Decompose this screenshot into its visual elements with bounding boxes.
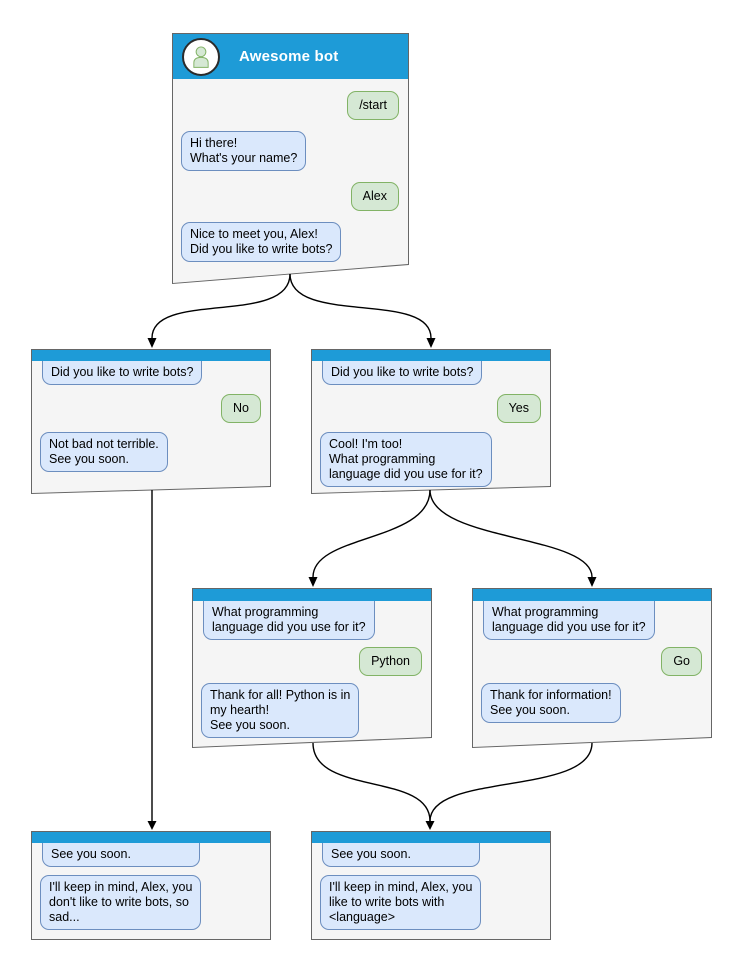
bot-message-bubble: I'll keep in mind, Alex, you don't like … (40, 875, 202, 930)
window-titlebar (32, 350, 270, 361)
bot-message-bubble: Did you like to write bots? (322, 361, 482, 385)
arrow-go-to-end (429, 742, 593, 822)
arrow-yes-to-go (429, 489, 593, 578)
window-titlebar: Awesome bot (173, 34, 408, 79)
bot-message-bubble: Thank for information! See you soon. (481, 683, 621, 723)
user-message-bubble: Yes (497, 394, 541, 423)
arrow-start-to-yes (289, 273, 432, 339)
bot-message-bubble: What programming language did you use fo… (203, 601, 375, 640)
bot-avatar (182, 38, 220, 76)
window-titlebar (473, 589, 711, 601)
bot-message-bubble: Cool! I'm too! What programming language… (320, 432, 492, 487)
window-titlebar (312, 350, 550, 361)
user-message-bubble: Python (359, 647, 422, 676)
arrow-yes-to-python (312, 489, 431, 578)
arrow-python-to-end (312, 742, 431, 822)
user-message-bubble: No (221, 394, 261, 423)
bot-message-bubble: Not bad not terrible. See you soon. (40, 432, 168, 472)
arrowhead (426, 338, 436, 348)
chat-window-end-no: See you soon. I'll keep in mind, Alex, y… (31, 831, 271, 940)
chat-window-end-yes: See you soon. I'll keep in mind, Alex, y… (311, 831, 551, 940)
bot-message-bubble: Nice to meet you, Alex! Did you like to … (181, 222, 341, 262)
arrowhead (147, 338, 157, 348)
window-titlebar (193, 589, 431, 601)
chat-window-branch-no: Did you like to write bots? No Not bad n… (31, 349, 271, 494)
bot-message-bubble: I'll keep in mind, Alex, you like to wri… (320, 875, 482, 930)
user-message-bubble: Alex (351, 182, 399, 211)
bot-message-bubble: See you soon. (42, 843, 200, 867)
arrowhead (587, 577, 597, 587)
user-message-bubble: Go (661, 647, 702, 676)
bot-message-bubble: See you soon. (322, 843, 480, 867)
arrowhead (308, 577, 318, 587)
window-title: Awesome bot (239, 48, 339, 65)
window-titlebar (312, 832, 550, 843)
chat-window-branch-python: What programming language did you use fo… (192, 588, 432, 748)
chat-window-branch-go: What programming language did you use fo… (472, 588, 712, 748)
bot-message-bubble: Thank for all! Python is in my hearth! S… (201, 683, 359, 738)
window-titlebar (32, 832, 270, 843)
user-message-bubble: /start (347, 91, 399, 120)
arrowhead (425, 821, 435, 830)
bot-message-bubble: Did you like to write bots? (42, 361, 202, 385)
arrowhead (147, 821, 157, 830)
chat-window-branch-yes: Did you like to write bots? Yes Cool! I'… (311, 349, 551, 494)
chat-window-start: Awesome bot /start Hi there! What's your… (172, 33, 409, 284)
person-icon (188, 44, 214, 70)
bot-message-bubble: Hi there! What's your name? (181, 131, 306, 171)
bot-message-bubble: What programming language did you use fo… (483, 601, 655, 640)
